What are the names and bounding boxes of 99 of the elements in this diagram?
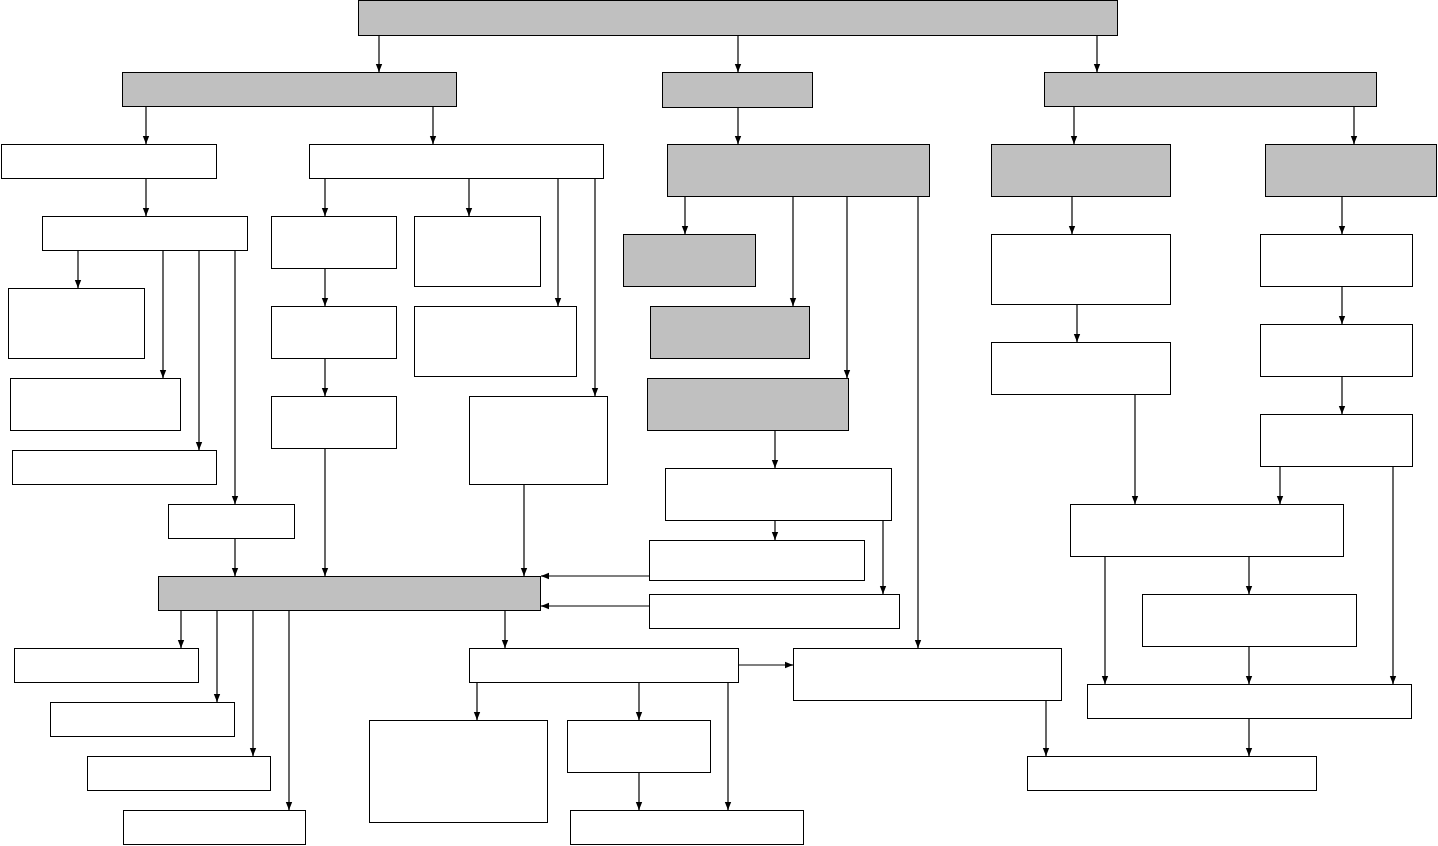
empty-box: [414, 216, 541, 287]
empty-box: [991, 144, 1171, 197]
empty-box: [662, 72, 813, 108]
arrow: [879, 520, 887, 595]
arrow: [177, 610, 185, 649]
empty-box: [647, 378, 849, 431]
arrow: [231, 250, 239, 505]
empty-box: [1260, 234, 1413, 287]
arrow: [321, 358, 329, 397]
arrow: [591, 178, 599, 397]
arrow: [520, 484, 528, 577]
arrow: [501, 610, 509, 649]
arrow: [914, 196, 922, 649]
empty-box: [1260, 414, 1413, 467]
empty-box: [649, 594, 900, 629]
empty-box: [271, 396, 397, 449]
empty-box: [623, 234, 756, 287]
arrow: [1073, 304, 1081, 343]
empty-box: [1027, 756, 1317, 791]
arrow: [465, 178, 473, 217]
arrow: [789, 196, 797, 307]
arrow: [635, 682, 643, 721]
empty-box: [1087, 684, 1412, 719]
arrow: [1093, 35, 1101, 73]
empty-box: [991, 234, 1171, 305]
arrow: [159, 250, 167, 379]
empty-box: [414, 306, 577, 377]
arrow: [231, 538, 239, 577]
arrow: [375, 35, 383, 73]
arrow: [734, 107, 742, 145]
arrow: [1070, 106, 1078, 145]
arrow: [1276, 466, 1284, 505]
arrow: [1042, 700, 1050, 757]
empty-box: [991, 342, 1171, 395]
arrow: [681, 196, 689, 235]
empty-box: [1070, 504, 1344, 557]
empty-box: [12, 450, 217, 485]
arrow: [429, 106, 437, 145]
empty-box: [271, 216, 397, 269]
empty-box: [1, 144, 217, 179]
empty-box: [567, 720, 711, 773]
arrow: [321, 448, 329, 577]
empty-box: [1142, 594, 1357, 647]
empty-box: [123, 810, 306, 845]
arrow: [1101, 556, 1109, 685]
arrow: [771, 520, 779, 541]
empty-box: [649, 540, 865, 581]
arrow: [1245, 646, 1253, 685]
arrow: [1389, 466, 1397, 685]
arrow: [195, 250, 203, 451]
empty-box: [42, 216, 248, 251]
arrow: [142, 106, 150, 145]
arrow: [249, 610, 257, 757]
arrow: [1245, 718, 1253, 757]
empty-box: [271, 306, 397, 359]
arrow: [473, 682, 481, 721]
arrow: [724, 682, 732, 811]
empty-box: [650, 306, 810, 359]
arrow: [1338, 286, 1346, 325]
arrow: [321, 178, 329, 217]
arrow: [734, 35, 742, 73]
arrow: [1245, 556, 1253, 595]
arrow: [142, 178, 150, 217]
arrow: [843, 196, 851, 379]
empty-box: [469, 648, 739, 683]
empty-box: [309, 144, 604, 179]
empty-box: [1265, 144, 1437, 197]
empty-box: [10, 378, 181, 431]
arrow: [540, 572, 650, 580]
empty-box: [122, 72, 457, 107]
arrow: [1131, 394, 1139, 505]
arrow: [285, 610, 293, 811]
arrow: [771, 430, 779, 469]
arrow: [540, 602, 650, 610]
empty-box: [50, 702, 235, 737]
empty-box: [1260, 324, 1413, 377]
arrow: [74, 250, 82, 289]
arrow: [1338, 196, 1346, 235]
empty-box: [158, 576, 541, 611]
arrow: [1350, 106, 1358, 145]
empty-box: [14, 648, 199, 683]
empty-box: [358, 0, 1118, 36]
arrow: [1068, 196, 1076, 235]
empty-box: [1044, 72, 1377, 107]
empty-box: [168, 504, 295, 539]
empty-box: [369, 720, 548, 823]
empty-box: [570, 810, 804, 845]
arrow: [635, 772, 643, 811]
empty-box: [8, 288, 145, 359]
arrow: [1338, 376, 1346, 415]
arrow: [738, 661, 794, 669]
empty-box: [793, 648, 1062, 701]
empty-box: [665, 468, 892, 521]
empty-box: [469, 396, 608, 485]
arrow: [213, 610, 221, 703]
empty-box: [87, 756, 271, 791]
arrow: [321, 268, 329, 307]
arrow: [554, 178, 562, 307]
empty-box: [667, 144, 930, 197]
